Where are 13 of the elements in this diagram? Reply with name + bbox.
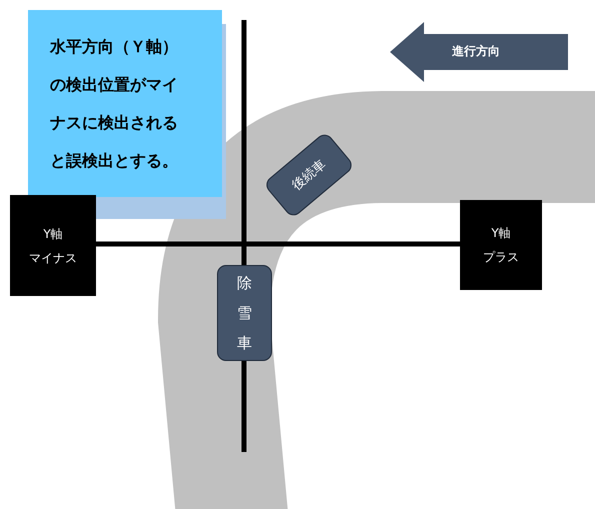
axis-label-box <box>10 195 96 296</box>
direction-arrow <box>390 22 568 82</box>
box-label: Y軸 <box>491 225 511 242</box>
box-label: 後続車 <box>288 156 330 194</box>
box-label: Y軸 <box>43 226 63 242</box>
vehicle-box <box>217 265 272 361</box>
box-label: プラス <box>483 249 519 266</box>
box-label: 除雪車 <box>237 273 252 354</box>
box-label: 進行方向 <box>452 43 500 60</box>
axis-label-box <box>460 200 542 290</box>
callout-box <box>28 10 222 197</box>
note-text: 水平方向（Ｙ軸）の検出位置がマイナスに検出されると誤検出とする。 <box>50 36 179 172</box>
box-label: マイナス <box>29 250 77 266</box>
